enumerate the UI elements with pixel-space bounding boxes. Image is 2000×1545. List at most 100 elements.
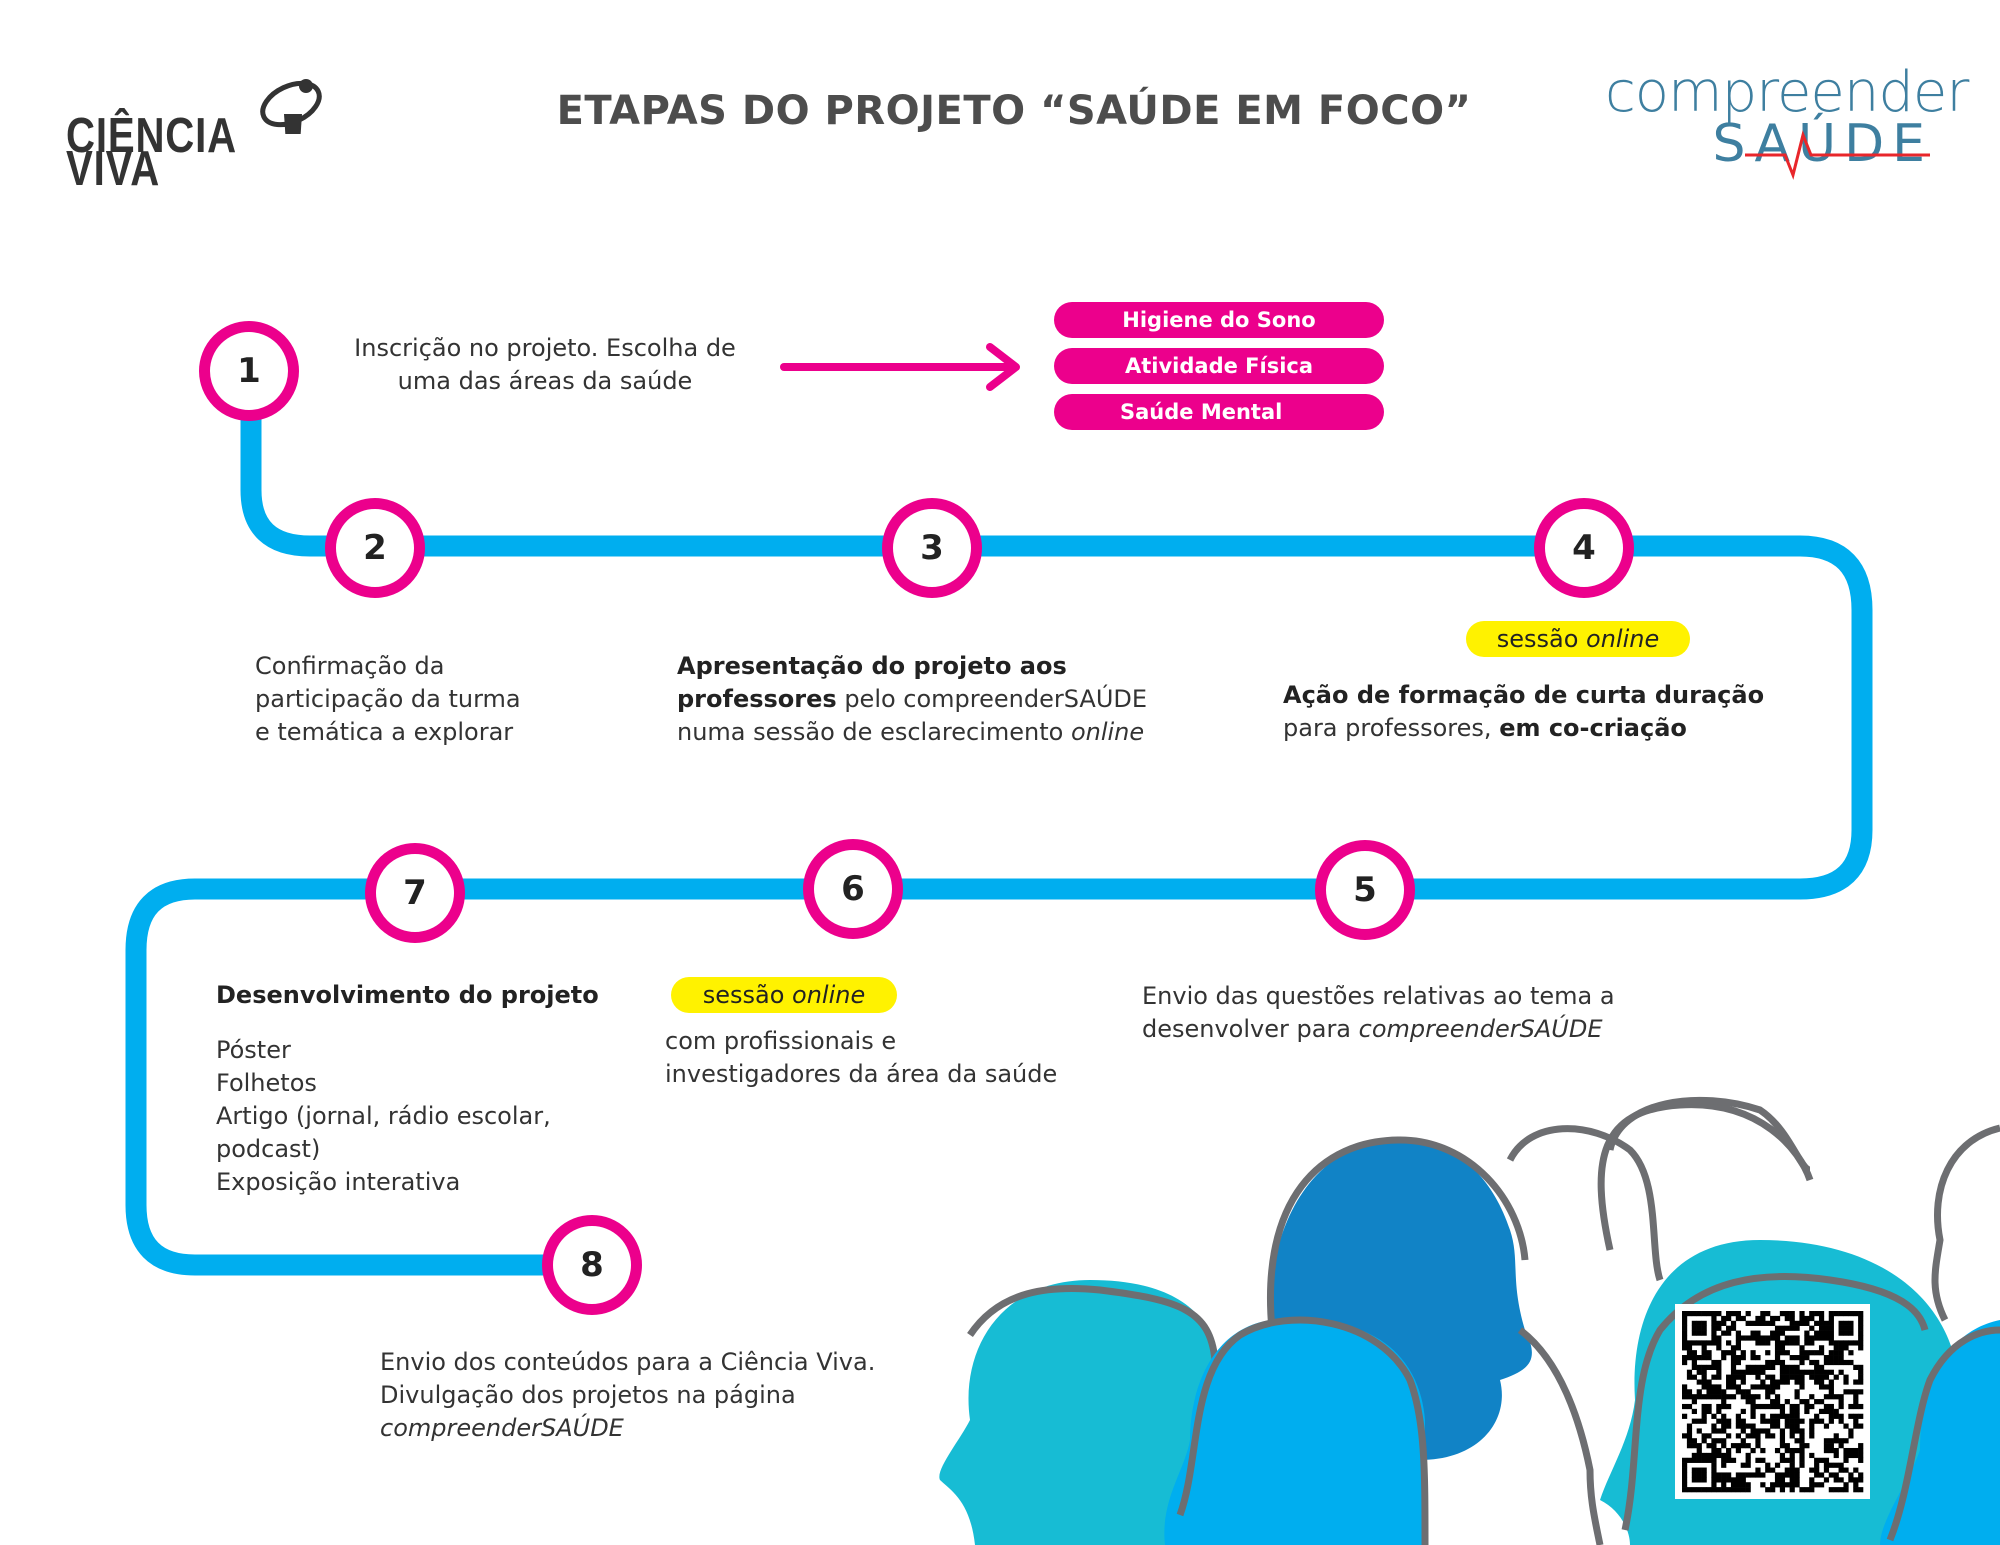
qr-module xyxy=(1755,1438,1761,1444)
qr-module xyxy=(1686,1423,1693,1429)
qr-module xyxy=(1848,1428,1854,1434)
qr-module xyxy=(1853,1413,1859,1419)
qr-module xyxy=(1770,1364,1776,1371)
qr-module xyxy=(1858,1403,1864,1410)
qr-module xyxy=(1755,1433,1761,1439)
qr-module xyxy=(1730,1374,1737,1380)
qr-module xyxy=(1828,1487,1834,1493)
qr-module xyxy=(1828,1443,1834,1449)
qr-module xyxy=(1833,1462,1839,1468)
qr-module xyxy=(1682,1340,1688,1346)
qr-module xyxy=(1853,1399,1859,1405)
qr-module xyxy=(1858,1389,1864,1395)
qr-module xyxy=(1740,1428,1746,1434)
qr-module xyxy=(1730,1482,1737,1488)
qr-module xyxy=(1686,1487,1693,1493)
qr-module xyxy=(1750,1423,1756,1429)
qr-module xyxy=(1691,1340,1697,1346)
step-2-circle: 2 xyxy=(325,498,425,598)
qr-module xyxy=(1799,1379,1805,1385)
qr-module xyxy=(1809,1452,1815,1459)
qr-module xyxy=(1745,1487,1751,1493)
badge-text: sessão xyxy=(1496,625,1587,653)
qr-module xyxy=(1770,1413,1776,1419)
qr-module xyxy=(1735,1433,1742,1439)
qr-module xyxy=(1858,1330,1864,1336)
qr-module xyxy=(1730,1477,1737,1483)
qr-module xyxy=(1691,1408,1697,1415)
qr-module xyxy=(1789,1428,1795,1434)
qr-module xyxy=(1774,1340,1781,1346)
qr-module xyxy=(1765,1359,1771,1366)
qr-module xyxy=(1809,1359,1815,1366)
qr-module xyxy=(1809,1315,1815,1322)
qr-module xyxy=(1721,1418,1727,1424)
qr-module xyxy=(1745,1457,1751,1463)
qr-module xyxy=(1750,1428,1756,1434)
qr-code xyxy=(1682,1311,1864,1493)
qr-module xyxy=(1848,1477,1854,1483)
qr-module xyxy=(1730,1364,1737,1371)
qr-module xyxy=(1809,1433,1815,1439)
qr-module xyxy=(1735,1487,1742,1493)
qr-module xyxy=(1843,1330,1849,1336)
qr-module xyxy=(1838,1320,1844,1326)
qr-module xyxy=(1745,1311,1751,1317)
qr-module xyxy=(1730,1355,1737,1361)
list-item: Exposição interativa xyxy=(216,1168,461,1196)
qr-module xyxy=(1784,1472,1790,1478)
qr-module xyxy=(1789,1482,1795,1488)
qr-module xyxy=(1823,1408,1830,1415)
qr-module xyxy=(1686,1394,1693,1400)
qr-module xyxy=(1774,1472,1781,1478)
qr-module xyxy=(1774,1345,1781,1351)
qr-module xyxy=(1770,1389,1776,1395)
qr-module xyxy=(1730,1443,1737,1449)
text-italic: online xyxy=(1070,718,1145,746)
qr-module xyxy=(1784,1340,1790,1346)
qr-module xyxy=(1755,1403,1761,1410)
qr-module xyxy=(1765,1364,1771,1371)
qr-module xyxy=(1691,1457,1697,1463)
qr-module xyxy=(1745,1389,1751,1395)
qr-module xyxy=(1716,1384,1722,1390)
qr-module xyxy=(1716,1311,1722,1317)
qr-module xyxy=(1784,1467,1790,1473)
qr-module xyxy=(1682,1359,1688,1366)
qr-module xyxy=(1814,1457,1820,1463)
qr-module xyxy=(1814,1320,1820,1326)
qr-module xyxy=(1760,1311,1766,1317)
qr-module xyxy=(1828,1350,1834,1356)
qr-module xyxy=(1701,1418,1707,1424)
qr-module xyxy=(1755,1320,1761,1326)
qr-module xyxy=(1706,1403,1712,1410)
qr-module xyxy=(1814,1364,1820,1371)
qr-module xyxy=(1828,1389,1834,1395)
qr-module xyxy=(1740,1350,1746,1356)
step-1-circle: 1 xyxy=(199,321,299,421)
qr-module xyxy=(1833,1345,1839,1351)
qr-module xyxy=(1726,1394,1732,1400)
qr-module xyxy=(1740,1335,1746,1341)
qr-module xyxy=(1794,1394,1800,1400)
qr-module xyxy=(1706,1384,1712,1390)
qr-module xyxy=(1701,1403,1707,1410)
qr-module xyxy=(1765,1467,1771,1473)
qr-module xyxy=(1691,1374,1697,1380)
qr-module xyxy=(1721,1438,1727,1444)
qr-module xyxy=(1711,1472,1717,1478)
text-line: e temática a explorar xyxy=(255,718,514,746)
qr-module xyxy=(1726,1452,1732,1459)
qr-module xyxy=(1789,1374,1795,1380)
qr-module xyxy=(1730,1325,1737,1331)
text-bold: professores xyxy=(677,685,837,713)
qr-module xyxy=(1750,1433,1756,1439)
qr-module xyxy=(1818,1315,1825,1322)
qr-module xyxy=(1686,1389,1693,1395)
qr-module xyxy=(1789,1315,1795,1322)
qr-module xyxy=(1843,1467,1849,1473)
qr-module xyxy=(1818,1379,1825,1385)
step-2-text: Confirmação da participação da turma e t… xyxy=(255,650,521,749)
qr-module xyxy=(1799,1384,1805,1390)
qr-module xyxy=(1765,1403,1771,1410)
